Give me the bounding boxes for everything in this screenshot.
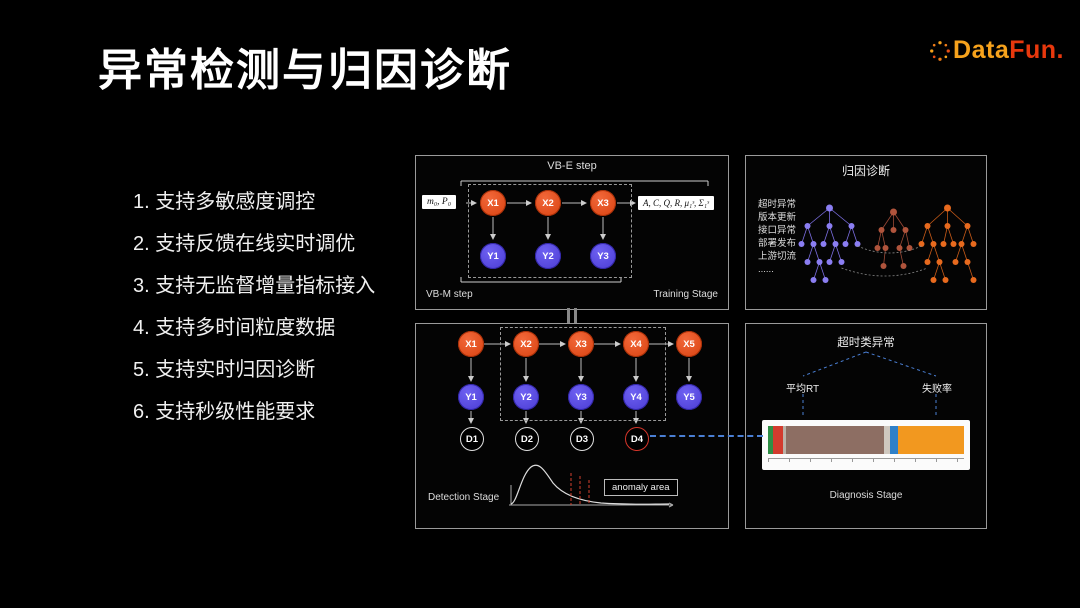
- vbe-step-label: VB-E step: [547, 160, 597, 172]
- detection-panel: X1 X2 X3 X4 X5 Y1 Y2 Y3 Y4 Y5 D1 D2 D3 D…: [415, 323, 729, 529]
- feature-item-1: 1. 支持多敏感度调控: [133, 191, 316, 213]
- x-node: X1: [480, 190, 506, 216]
- cause-list: 超时异常 版本更新 接口异常 部署发布 上游切流 ......: [758, 200, 796, 278]
- cause-item-1: 超时异常: [758, 199, 797, 210]
- anomaly-to-diagnosis-connector: [650, 435, 763, 437]
- y-node: Y2: [535, 243, 561, 269]
- bar-segment: [785, 426, 884, 454]
- d-node: D2: [515, 427, 539, 451]
- anomaly-area-label: anomaly area: [604, 479, 678, 496]
- cause-item-3: 接口异常: [758, 225, 797, 236]
- training-stage-label: Training Stage: [653, 289, 718, 300]
- training-arrows-graphic: [460, 180, 709, 283]
- distribution-curve-graphic: [509, 464, 674, 508]
- bar-segment: [772, 426, 783, 454]
- cause-item-6: ......: [758, 264, 774, 275]
- page-title: 异常检测与归因诊断: [98, 46, 512, 95]
- bar-segment: [782, 426, 786, 454]
- x-node: X3: [568, 331, 594, 357]
- x-node: X3: [590, 190, 616, 216]
- diagnosis-title: 超时类异常: [837, 337, 895, 349]
- cause-item-5: 上游切流: [758, 251, 797, 262]
- bar-segment: [768, 426, 773, 454]
- init-params-box: m₀, P₀: [422, 195, 457, 209]
- attribution-trees-graphic: [798, 204, 977, 283]
- logo-text-data: Data: [953, 36, 1010, 64]
- feature-item-5: 5. 支持实时归因诊断: [133, 359, 316, 381]
- logo-text-fun: Fun.: [1009, 36, 1064, 64]
- y-node: Y1: [480, 243, 506, 269]
- x-node: X5: [676, 331, 702, 357]
- diagnosis-stage-label: Diagnosis Stage: [829, 490, 903, 501]
- bar-segment: [883, 426, 890, 454]
- attribution-panel: 归因诊断 超时异常 版本更新 接口异常 部署发布 上游切流 ......: [745, 155, 987, 310]
- bar-segment: [889, 426, 899, 454]
- d-node-anomaly: D4: [625, 427, 649, 451]
- panel-connector-bar: [574, 308, 577, 323]
- d-node: D1: [460, 427, 484, 451]
- feature-item-4: 4. 支持多时间粒度数据: [133, 317, 336, 339]
- y-node: Y3: [590, 243, 616, 269]
- cause-item-2: 版本更新: [758, 212, 797, 223]
- datafun-logo: DataFun.: [929, 36, 1064, 65]
- attribution-title: 归因诊断: [841, 164, 890, 178]
- output-params-box: A, C, Q, R, μ₁ˢ, Σ₁ˢ: [638, 196, 714, 210]
- bar-segment: [898, 426, 964, 454]
- y-node: Y3: [568, 384, 594, 410]
- x-node: X2: [535, 190, 561, 216]
- bar-axis: [768, 458, 964, 464]
- detection-dashed-box: [500, 327, 666, 421]
- diagnosis-links-graphic: [802, 351, 937, 418]
- x-node: X4: [623, 331, 649, 357]
- stacked-bar: [768, 426, 964, 454]
- training-dashed-box: [468, 184, 632, 278]
- detection-stage-label: Detection Stage: [428, 492, 500, 503]
- y-node: Y4: [623, 384, 649, 410]
- panel-connector-bar: [567, 308, 570, 323]
- feature-item-6: 6. 支持秒级性能要求: [133, 401, 316, 423]
- fail-rate-label: 失败率: [922, 384, 952, 395]
- feature-list: 1. 支持多敏感度调控 2. 支持反馈在线实时调优 3. 支持无监督增量指标接入…: [133, 190, 375, 442]
- y-node: Y2: [513, 384, 539, 410]
- bar-chart-card: [762, 420, 970, 470]
- training-panel: VB-E step m₀, P₀ A, C, Q,: [415, 155, 729, 310]
- x-node: X1: [458, 331, 484, 357]
- d-node: D3: [570, 427, 594, 451]
- y-node: Y5: [676, 384, 702, 410]
- x-node: X2: [513, 331, 539, 357]
- detection-arrows-graphic: [468, 341, 692, 424]
- logo-sparkle-icon: [930, 40, 950, 61]
- cause-item-4: 部署发布: [758, 238, 797, 249]
- feature-item-2: 2. 支持反馈在线实时调优: [133, 233, 356, 255]
- avg-rt-label: 平均RT: [786, 384, 820, 395]
- vbm-step-label: VB-M step: [426, 289, 473, 300]
- logo-text: DataFun.: [953, 36, 1064, 65]
- feature-item-3: 3. 支持无监督增量指标接入: [133, 275, 376, 297]
- diagnosis-panel: 超时类异常 平均RT 失败率 Diagnosis Stage: [745, 323, 987, 529]
- y-node: Y1: [458, 384, 484, 410]
